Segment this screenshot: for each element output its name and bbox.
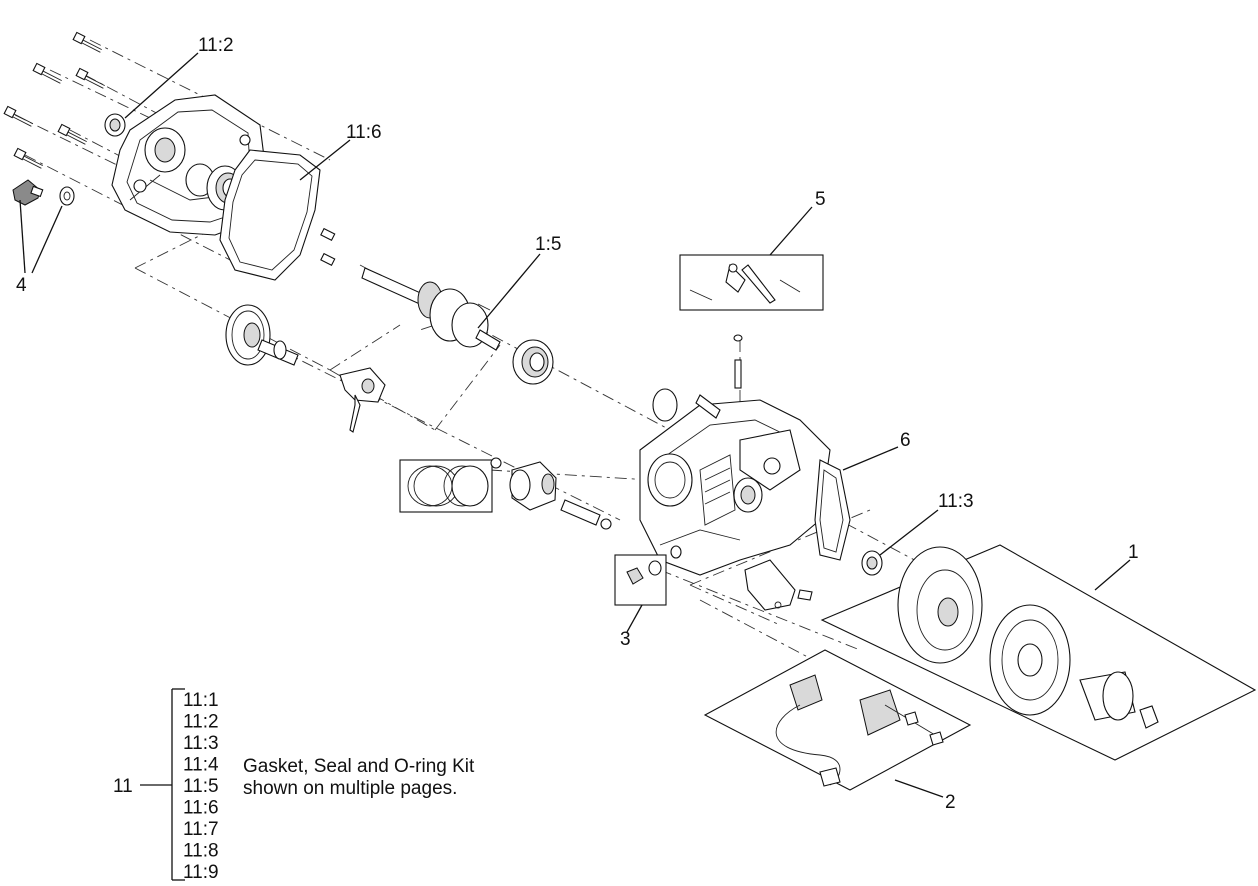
governor-arm-kit-part: [679, 254, 824, 389]
kit-item: 11:4: [183, 755, 219, 776]
engine-block-part: [639, 388, 831, 576]
kit-legend: 11 11:111:211:311:411:511:611:711:811:9 …: [113, 688, 475, 883]
kit-item: 11:5: [183, 776, 219, 797]
kit-item: 11:6: [183, 798, 219, 819]
camshaft-part: [225, 304, 299, 366]
drain-bolt-kit-part: [614, 554, 667, 606]
callout-2: 2: [945, 792, 956, 813]
callout-3: 3: [620, 629, 631, 650]
kit-item: 11:9: [183, 862, 219, 883]
breather-gasket-part: [814, 459, 851, 561]
callout-leaders: [19, 52, 1131, 798]
callout-6: 6: [900, 430, 911, 451]
ignition-coil-kit-part: [703, 649, 972, 791]
callout-labels: 11:2 11:6 4 1:5 5 6 11:3 1 3 2: [16, 35, 1139, 813]
flywheel-seal-part: [861, 550, 883, 576]
piston-part: [490, 457, 612, 530]
kit-description-line1: Gasket, Seal and O-ring Kit: [243, 756, 475, 777]
callout-1: 1: [1128, 542, 1139, 563]
kit-item: 11:1: [183, 690, 219, 711]
flywheel-kit-part: [820, 544, 1257, 761]
breather-cover-part: [744, 559, 813, 611]
callout-11-6: 11:6: [346, 122, 382, 143]
callout-1-5: 1:5: [535, 234, 561, 255]
callout-5: 5: [815, 189, 826, 210]
kit-item: 11:8: [183, 841, 219, 862]
callout-4: 4: [16, 275, 27, 296]
kit-description-line2: shown on multiple pages.: [243, 778, 457, 799]
governor-part: [339, 367, 386, 433]
cover-gasket-part: [219, 149, 321, 281]
kit-number: 11: [113, 776, 133, 797]
crankcase-cover-bolts: [3, 31, 105, 169]
callout-11-2: 11:2: [198, 35, 234, 56]
kit-item: 11:2: [183, 712, 219, 733]
main-bearing-part: [512, 339, 554, 385]
oil-seal-part: [104, 113, 126, 137]
crankshaft-part: [361, 267, 501, 351]
oil-fill-plug-part: [12, 179, 75, 206]
kit-item: 11:3: [183, 733, 219, 754]
callout-11-3: 11:3: [938, 491, 974, 512]
piston-ring-set-part: [399, 459, 493, 513]
kit-item: 11:7: [183, 819, 219, 840]
dowel-pins: [320, 227, 336, 267]
